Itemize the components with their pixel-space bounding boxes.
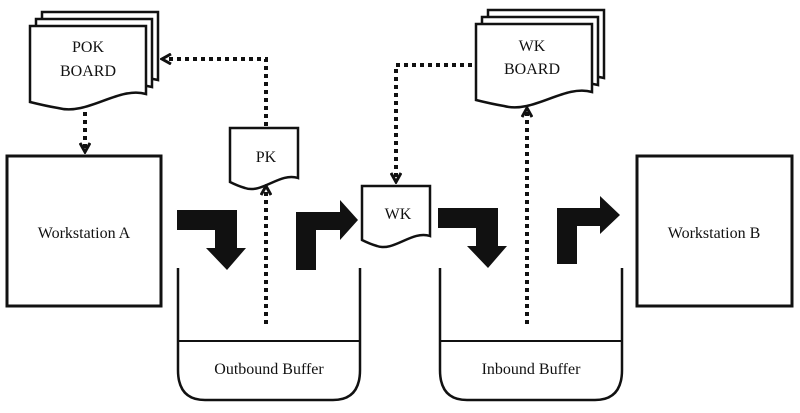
pok-board: POK BOARD <box>28 10 160 111</box>
wk-card-label: WK <box>385 206 412 223</box>
workstation-a-to-outbound-buffer-bend-arrow <box>177 210 246 270</box>
outbound-buffer-label: Outbound Buffer <box>214 361 324 378</box>
wk-board: WK BOARD <box>474 8 606 109</box>
inbound-buffer-to-workstation-b-bend-arrow <box>557 196 620 264</box>
pk-card-to-pok-board-dotted-arrow <box>166 59 268 126</box>
workstation-a-label: Workstation A <box>38 225 131 242</box>
pok-board-sheet-front <box>28 24 148 111</box>
wk-board-to-wk-card-dotted-arrow <box>396 63 472 178</box>
pok-board-label-line1: POK <box>72 39 104 56</box>
wk-card-to-inbound-buffer-bend-arrow <box>438 208 507 268</box>
wk-board-label-line2: BOARD <box>504 61 560 78</box>
outbound-buffer: Outbound Buffer <box>176 268 362 402</box>
pok-board-label-line2: BOARD <box>60 63 116 80</box>
workstation-a: Workstation A <box>5 154 163 308</box>
wk-board-sheet-front <box>474 22 594 109</box>
wk-board-label-line1: WK <box>519 38 546 55</box>
outbound-buffer-to-wk-card-bend-arrow <box>296 200 358 270</box>
workstation-b-label: Workstation B <box>668 225 760 242</box>
outbound-buffer-bin <box>176 268 362 402</box>
pk-card-label: PK <box>256 149 277 166</box>
inbound-buffer-label: Inbound Buffer <box>482 361 581 378</box>
inbound-buffer: Inbound Buffer <box>438 268 624 402</box>
pk-card: PK <box>228 126 300 191</box>
inbound-buffer-bin <box>438 268 624 402</box>
workstation-b: Workstation B <box>635 154 794 308</box>
wk-card: WK <box>360 184 432 249</box>
